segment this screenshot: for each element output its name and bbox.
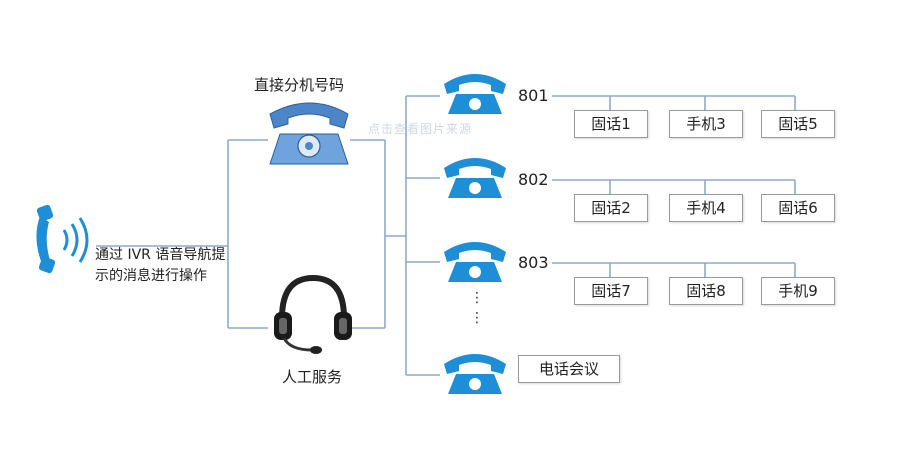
- device-box: 固话2: [574, 194, 648, 222]
- manual-service-title: 人工服务: [282, 368, 343, 386]
- ext-802-label: 802: [518, 170, 549, 189]
- telephone-icon: [444, 242, 506, 282]
- device-box: 手机3: [669, 110, 743, 138]
- direct-ext-title: 直接分机号码: [254, 76, 345, 94]
- telephone-icon: [444, 158, 506, 198]
- ext-803-label: 803: [518, 253, 549, 272]
- watermark-text: 点击查看图片来源: [368, 122, 473, 136]
- device-box: 固话7: [574, 277, 648, 305]
- device-box: 手机4: [669, 194, 743, 222]
- headset-icon: [274, 274, 352, 354]
- desk-phone-icon: [269, 102, 349, 165]
- telephone-icon: [444, 354, 506, 394]
- ext-801-label: 801: [518, 86, 549, 105]
- caller-note: 通过 IVR 语音导航提示的消息进行操作: [95, 247, 226, 284]
- device-box: 固话1: [574, 110, 648, 138]
- device-box: 固话8: [669, 277, 743, 305]
- telephone-icon: [444, 74, 506, 114]
- handset-ringing-icon: [36, 204, 89, 274]
- device-box: 固话6: [761, 194, 835, 222]
- ellipsis: ⋮ ⋮: [470, 290, 484, 326]
- device-box: 固话5: [761, 110, 835, 138]
- conference-box: 电话会议: [518, 355, 620, 383]
- device-box: 手机9: [761, 277, 835, 305]
